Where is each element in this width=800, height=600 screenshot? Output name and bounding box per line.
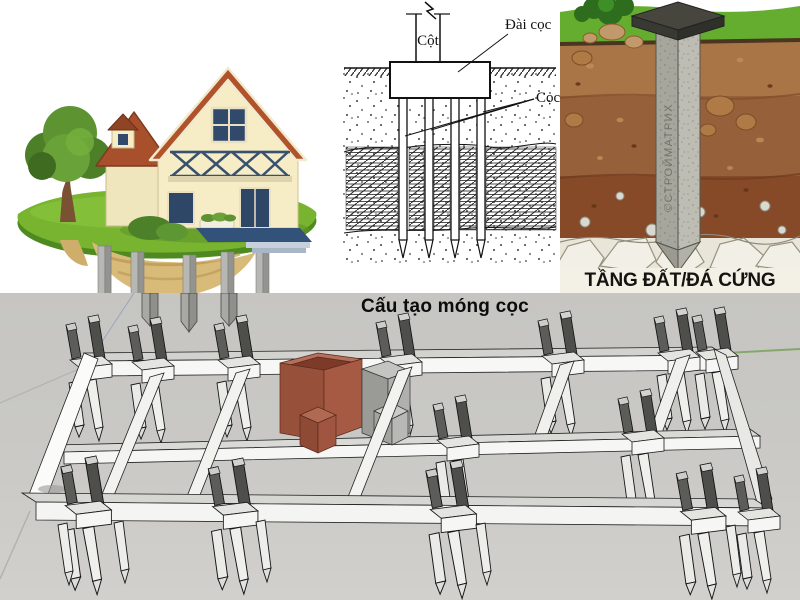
label-piles: Cọc bbox=[536, 90, 560, 106]
pile-cap-top bbox=[630, 1, 726, 41]
cap-marking-smudge bbox=[38, 485, 66, 493]
stratum-top-boundary bbox=[343, 142, 557, 153]
house-illustration bbox=[17, 66, 317, 293]
pile-structure-diagram: Cột Đài cọc Cọc bbox=[342, 1, 560, 264]
ground-line bbox=[344, 67, 556, 76]
foundation-3d-model-section bbox=[0, 293, 800, 600]
tree bbox=[25, 106, 111, 222]
soil-layers-panel: ©СТРОЙМАТРИХ TẦNG ĐẤT/ĐÁ CỨNG bbox=[560, 0, 800, 293]
diagram-piles bbox=[398, 98, 486, 259]
stratum-bottom-boundary bbox=[343, 226, 557, 234]
break-symbol bbox=[424, 1, 437, 20]
foundation-3d-model bbox=[0, 293, 800, 600]
pile-cap bbox=[389, 61, 491, 99]
column bbox=[406, 1, 450, 62]
brick-pit bbox=[279, 352, 363, 454]
label-pile-cap: Đài cọc bbox=[505, 17, 552, 33]
right-edge-beam bbox=[713, 348, 773, 507]
pile-watermark: ©СТРОЙМАТРИХ bbox=[662, 103, 675, 212]
hard-layer-caption: TẦNG ĐẤT/ĐÁ CỨNG bbox=[560, 268, 800, 293]
diagram-caption: Cấu tạo móng cọc bbox=[361, 296, 529, 317]
label-column: Cột bbox=[417, 33, 440, 49]
house bbox=[95, 66, 312, 253]
pile-diagram-panel: Cột Đài cọc Cọc bbox=[330, 0, 560, 293]
hard-stratum-hatch bbox=[345, 146, 557, 231]
house-piles bbox=[97, 245, 270, 293]
driven-pile: ©СТРОЙМАТРИХ bbox=[630, 1, 726, 274]
bush bbox=[574, 0, 634, 25]
soil-layers-illustration: ©СТРОЙМАТРИХ bbox=[560, 0, 800, 274]
front-pile-clusters bbox=[57, 455, 781, 600]
house-on-piles-panel bbox=[0, 0, 330, 293]
cross-beams bbox=[95, 366, 413, 510]
middle-beam bbox=[52, 428, 762, 465]
front-beam bbox=[20, 492, 770, 527]
leader-lines bbox=[404, 33, 535, 137]
